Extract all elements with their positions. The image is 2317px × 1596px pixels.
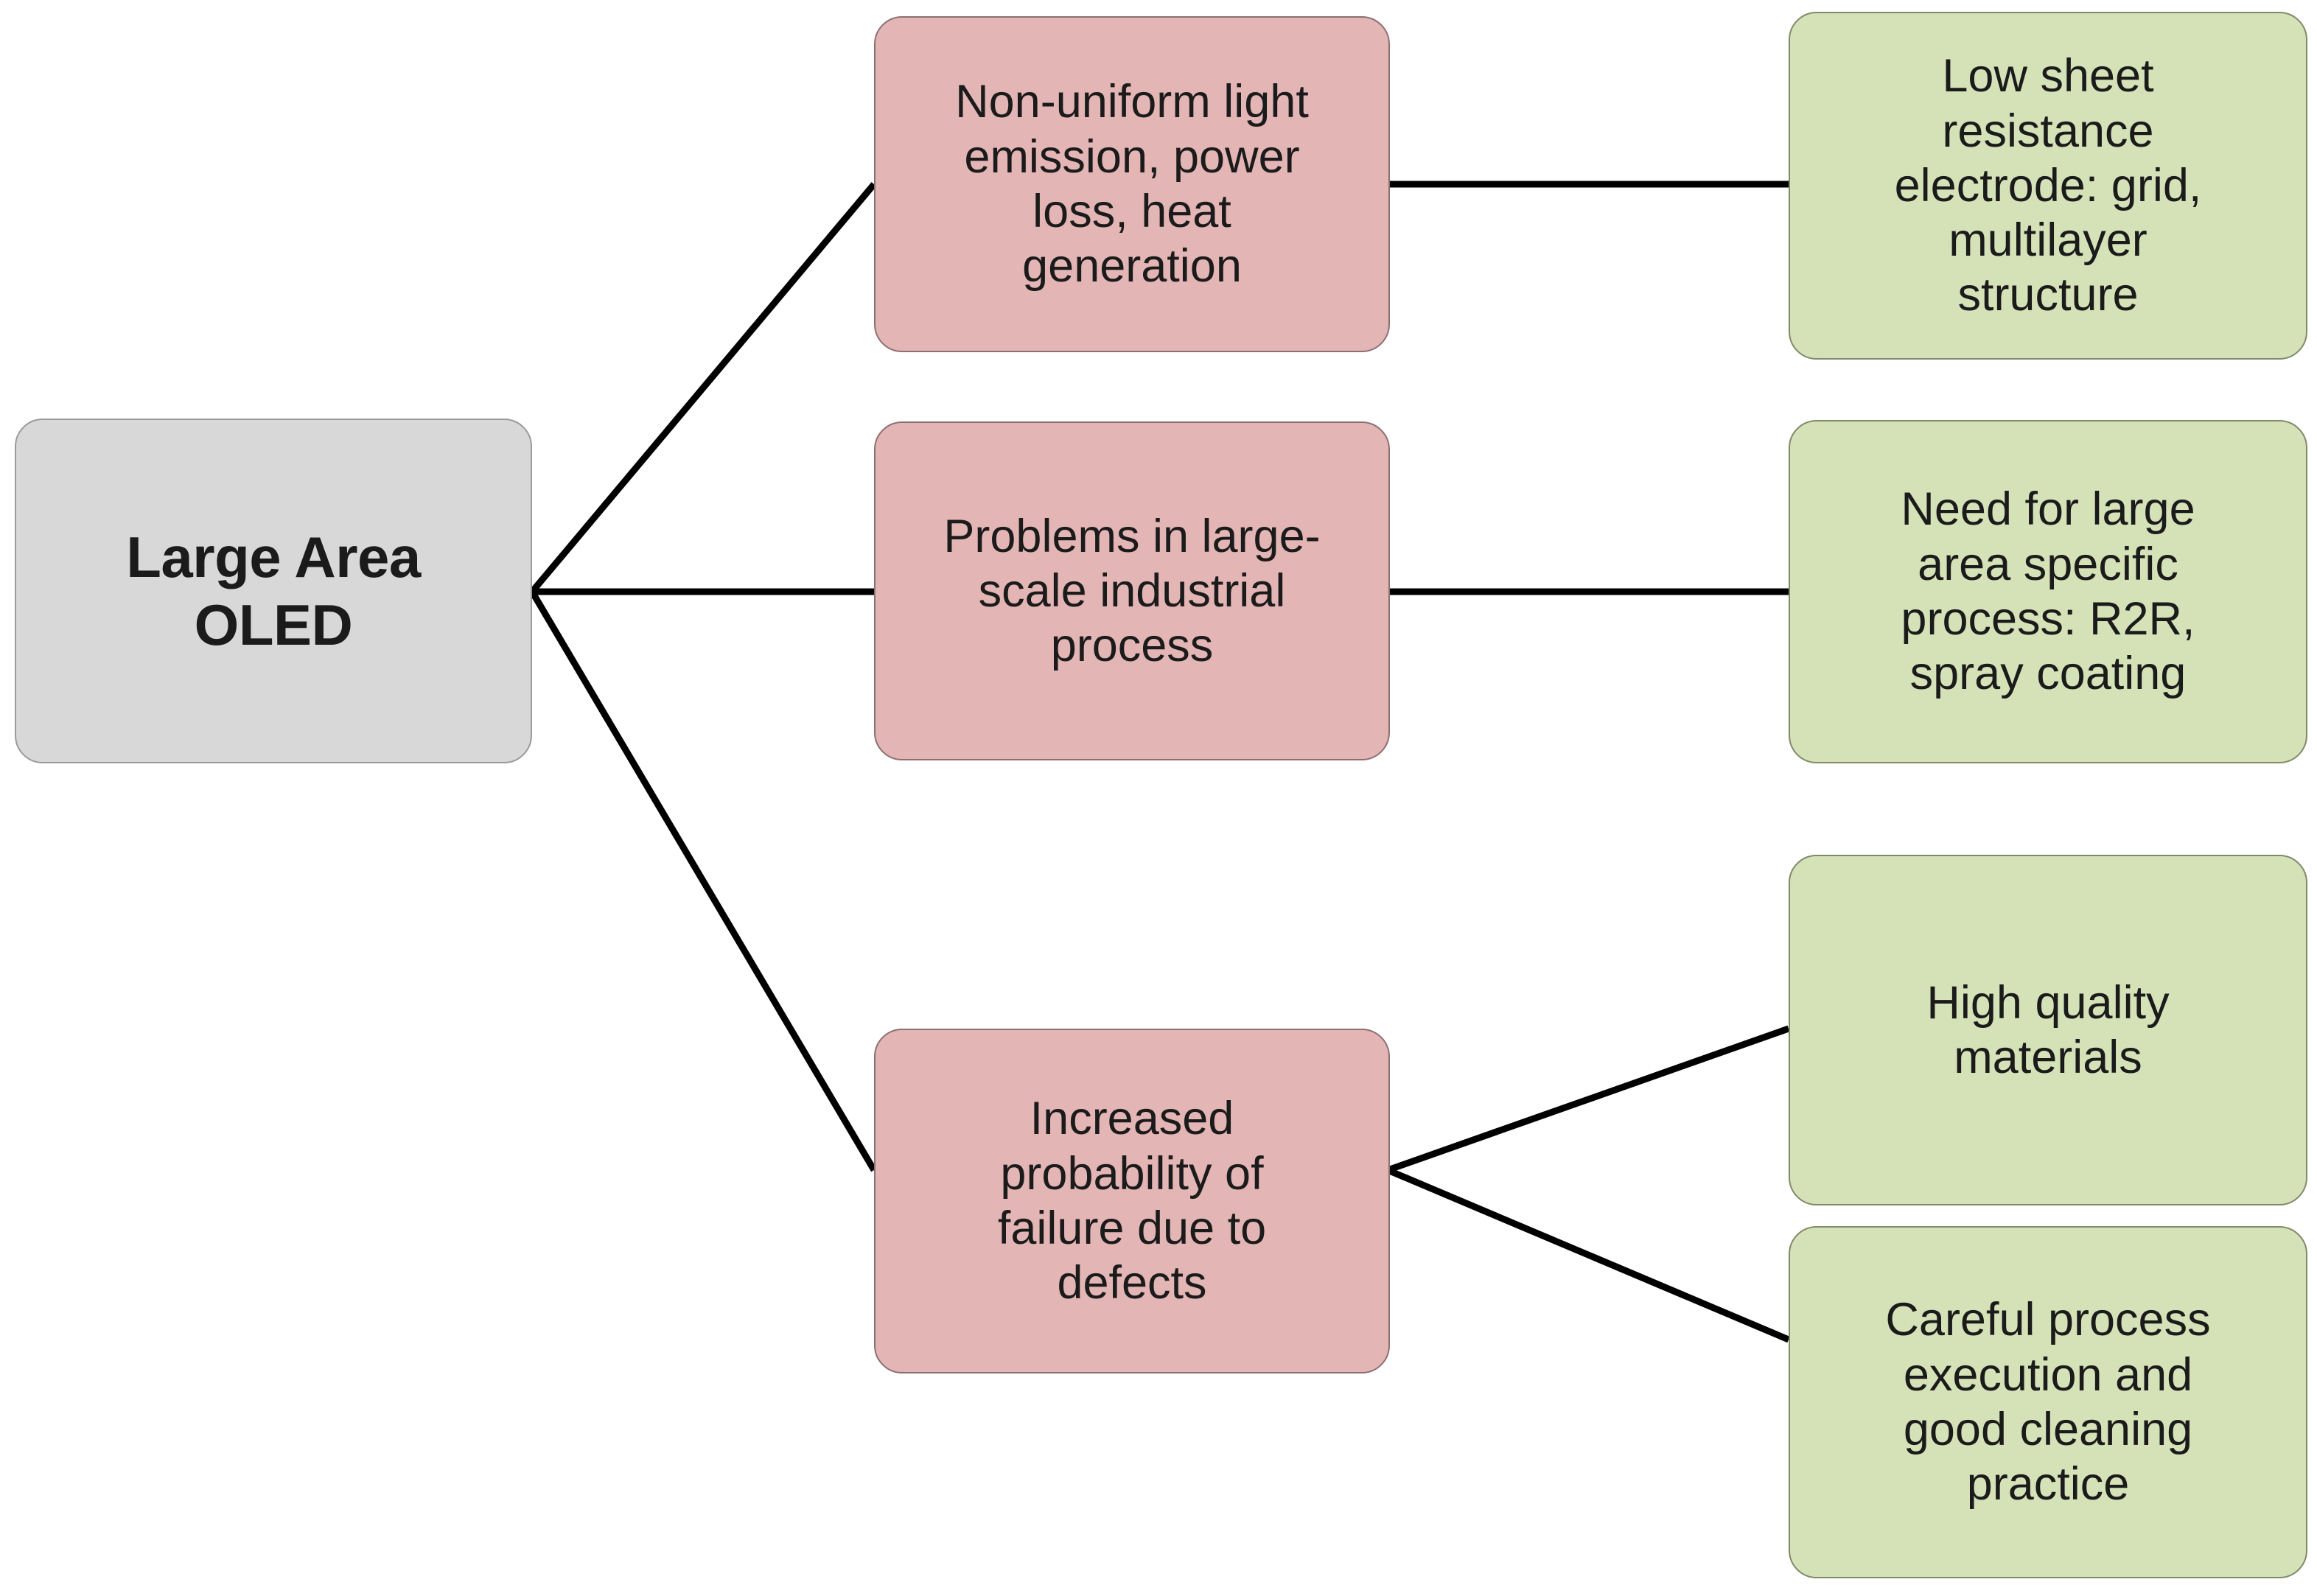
- node-problem-large-scale-industrial-process[interactable]: Problems in large- scale industrial proc…: [874, 421, 1390, 760]
- edge-root-problem-1: [529, 182, 877, 594]
- node-problem-3-label: Increased probability of failure due to …: [997, 1093, 1267, 1309]
- node-solution-4-label: Careful process execution and good clean…: [1885, 1294, 2211, 1511]
- node-problem-non-uniform-light-emission[interactable]: Non-uniform light emission, power loss, …: [874, 16, 1390, 352]
- node-solution-1-label: Low sheet resistance electrode: grid, mu…: [1894, 50, 2202, 321]
- node-problem-2-label: Problems in large- scale industrial proc…: [943, 510, 1321, 672]
- node-root-label: Large Area OLED: [126, 524, 421, 657]
- node-solution-high-quality-materials[interactable]: High quality materials: [1789, 855, 2307, 1205]
- node-solution-low-sheet-resistance-electrode[interactable]: Low sheet resistance electrode: grid, mu…: [1789, 12, 2307, 360]
- edge-root-problem-3: [529, 589, 877, 1172]
- node-solution-large-area-specific-process[interactable]: Need for large area specific process: R2…: [1789, 420, 2307, 763]
- edge-problem-3-solution-4: [1386, 1166, 1790, 1343]
- edge-problem-3-solution-3: [1386, 1025, 1790, 1174]
- node-problem-increased-failure-probability[interactable]: Increased probability of failure due to …: [874, 1029, 1390, 1373]
- node-solution-3-label: High quality materials: [1926, 976, 2170, 1083]
- node-solution-2-label: Need for large area specific process: R2…: [1901, 483, 2195, 700]
- node-root-large-area-oled[interactable]: Large Area OLED: [15, 419, 532, 763]
- node-solution-careful-process-execution[interactable]: Careful process execution and good clean…: [1789, 1226, 2307, 1578]
- node-problem-1-label: Non-uniform light emission, power loss, …: [955, 76, 1309, 293]
